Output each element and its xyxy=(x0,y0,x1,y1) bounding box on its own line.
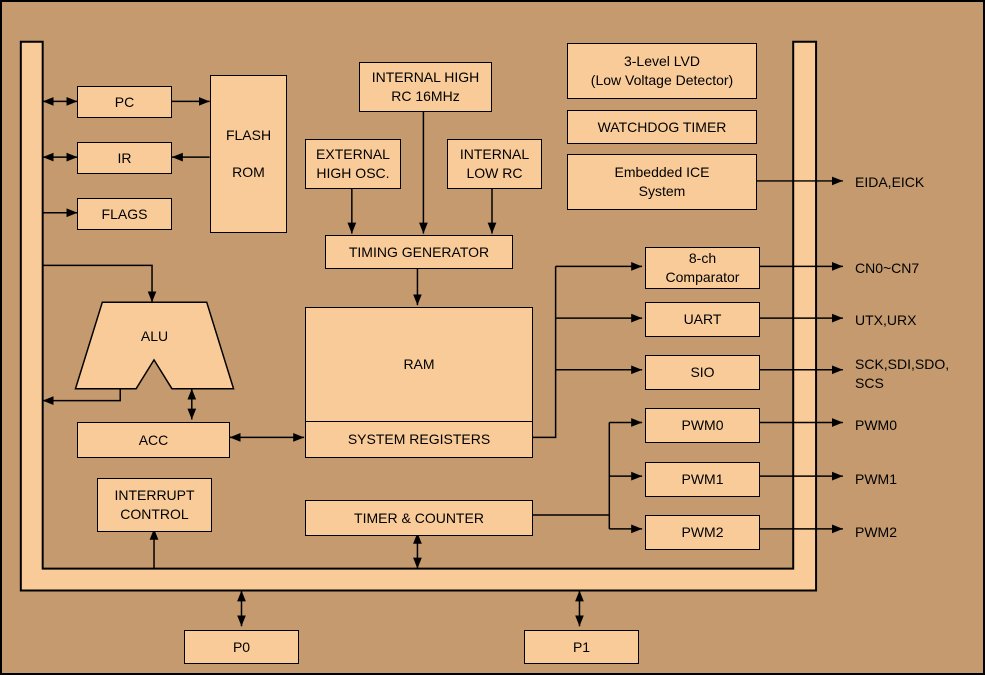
block-ram: RAM xyxy=(305,307,533,422)
port-label-sck-sdi-sdo-scs: SCK,SDI,SDO, SCS xyxy=(855,356,950,391)
port-label-cn0-cn7: CN0~CN7 xyxy=(855,259,920,276)
port-label-pwm2: PWM2 xyxy=(855,523,897,540)
block-flash-rom: FLASH ROM xyxy=(210,75,287,233)
wire-timer-trunk xyxy=(530,422,611,516)
alu-shape xyxy=(74,301,235,390)
wire-alu-bus xyxy=(42,388,121,405)
block-internal-high-rc: INTERNAL HIGH RC 16MHz xyxy=(359,62,492,112)
block-embedded-ice: Embedded ICE System xyxy=(567,154,757,210)
block-comparator: 8-ch Comparator xyxy=(645,247,760,289)
wire-bus-alu xyxy=(42,264,157,303)
block-interrupt-control: INTERRUPT CONTROL xyxy=(97,478,212,532)
block-pc: PC xyxy=(77,86,172,118)
block-sio: SIO xyxy=(645,355,760,390)
block-system-registers: SYSTEM REGISTERS xyxy=(305,421,533,458)
block-acc: ACC xyxy=(77,422,230,458)
block-lvd: 3-Level LVD (Low Voltage Detector) xyxy=(567,43,757,99)
block-external-high-osc: EXTERNAL HIGH OSC. xyxy=(305,139,401,189)
port-label-pwm0: PWM0 xyxy=(855,416,897,433)
block-pwm0: PWM0 xyxy=(645,408,760,443)
port-label-pwm1: PWM1 xyxy=(855,470,897,487)
block-watchdog-timer: WATCHDOG TIMER xyxy=(567,110,757,144)
port-label-eida-eick: EIDA,EICK xyxy=(855,173,925,190)
port-label-utx-urx: UTX,URX xyxy=(855,311,917,328)
block-pwm1: PWM1 xyxy=(645,462,760,497)
block-pwm2: PWM2 xyxy=(645,515,760,550)
block-timing-generator: TIMING GENERATOR xyxy=(325,235,513,269)
block-internal-low-rc: INTERNAL LOW RC xyxy=(447,139,542,189)
block-flags: FLAGS xyxy=(77,198,172,230)
block-uart: UART xyxy=(645,302,760,337)
wire-sysreg-trunk xyxy=(530,266,557,439)
block-alu-label: ALU xyxy=(140,327,169,344)
block-timer-counter: TIMER & COUNTER xyxy=(305,500,533,536)
block-p1: P1 xyxy=(524,630,639,664)
connection-arrows xyxy=(42,97,843,627)
data-bus-frame xyxy=(19,40,818,592)
block-p0: P0 xyxy=(184,630,299,664)
block-ir: IR xyxy=(77,142,172,174)
